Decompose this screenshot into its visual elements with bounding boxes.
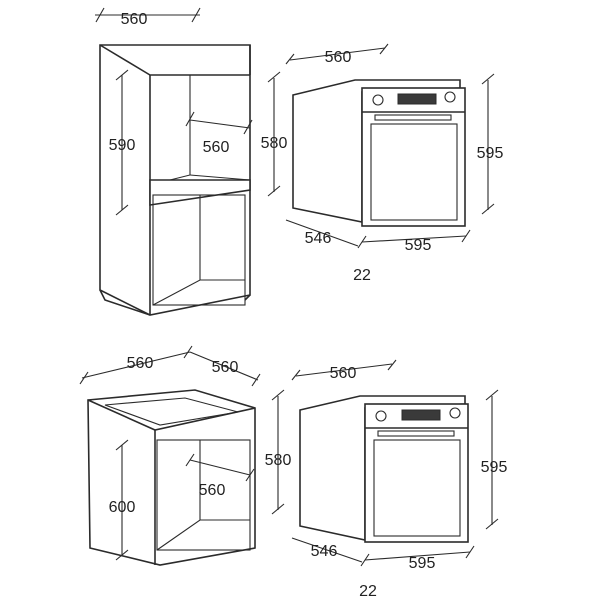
tall-cabinet-height: 590 [109,137,136,154]
base-cabinet-height: 600 [109,499,136,516]
oven-bottom-height: 595 [481,459,508,476]
base-cabinet: 560 560 600 560 [79,345,261,566]
base-cabinet-depth: 560 [199,482,226,499]
oven-top-front-thickness: 22 [353,267,371,284]
oven-top: 560 580 595 546 595 22 [261,43,504,284]
oven-bottom-front-thickness: 22 [359,583,377,600]
oven-bottom-depth: 546 [311,543,338,560]
oven-bottom: 560 580 595 546 595 22 [265,359,508,600]
oven-top-width: 560 [325,49,352,66]
base-cabinet-top-depth: 560 [212,359,239,376]
oven-top-height: 595 [477,145,504,162]
oven-bottom-recess-height: 580 [265,452,292,469]
oven-top-recess-height: 580 [261,135,288,152]
oven-bottom-front-width: 595 [409,555,436,572]
oven-top-depth: 546 [305,230,332,247]
tall-cabinet-depth: 560 [203,139,230,156]
oven-bottom-width: 560 [330,365,357,382]
oven-top-front-width: 595 [405,237,432,254]
tall-cabinet-width: 560 [121,11,148,28]
tall-cabinet: 560 590 560 [95,7,253,316]
base-cabinet-width: 560 [127,355,154,372]
